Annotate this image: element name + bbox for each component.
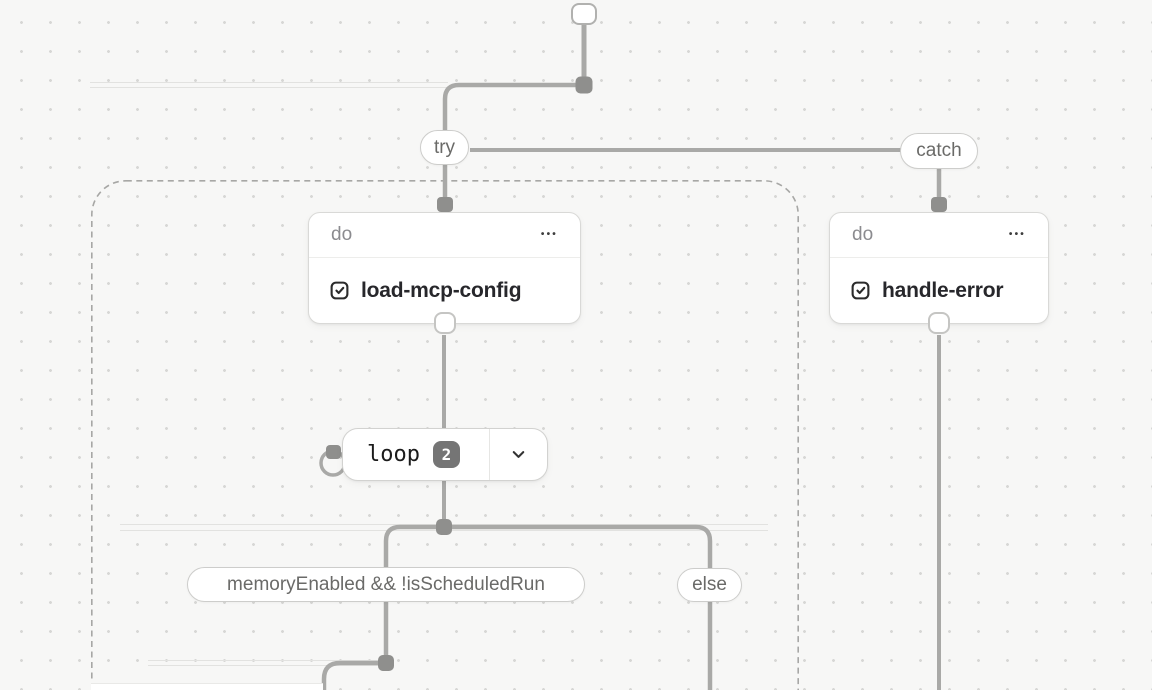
step-card-load-mcp-config[interactable]: do ••• load-mcp-config [308,212,581,334]
loop-junction-nub [326,445,341,459]
edge-branch-left-continue [321,660,380,690]
start-node[interactable] [571,3,597,25]
input-nub-load-card [437,197,453,212]
next-node-peek [91,683,323,690]
loop-collapse-toggle[interactable] [489,429,547,480]
lane-guide-line [90,82,448,83]
step-title: load-mcp-config [361,278,522,302]
input-nub-handle-card [931,197,947,212]
edge-branch-else [450,524,713,690]
loop-label: loop [367,442,420,467]
more-options-icon: ••• [540,229,558,240]
branch-condition-pill: memoryEnabled && !isScheduledRun [187,567,585,602]
card-kind-label: do [852,224,874,245]
loop-node[interactable]: loop 2 [342,428,548,481]
step-title: handle-error [882,278,1004,302]
loop-count-badge: 2 [432,441,460,468]
more-options-button[interactable]: ••• [539,230,560,240]
loop-main: loop 2 [343,429,489,480]
square-check-icon [330,281,349,300]
try-label: try [433,136,456,158]
card-body: load-mcp-config [309,258,580,323]
junction-nub-branch-left [378,655,394,671]
edge-to-try [442,82,582,133]
junction-nub-top [575,76,593,94]
branch-else-pill: else [677,568,742,602]
card-header: do ••• [830,213,1048,258]
lane-guide-line [90,87,448,88]
card-header: do ••• [309,213,580,258]
lane-guide-line [148,660,386,661]
chevron-down-icon [512,451,525,458]
more-options-button[interactable]: ••• [1007,230,1028,240]
card-kind-label: do [331,224,353,245]
branch-condition-label: memoryEnabled && !isScheduledRun [227,573,545,595]
square-check-icon [851,281,870,300]
card-body: handle-error [830,258,1048,323]
junction-nub-branch [436,519,452,535]
catch-label-pill: catch [900,133,978,169]
more-options-icon: ••• [1008,229,1026,240]
step-card-handle-error[interactable]: do ••• handle-error [829,212,1049,334]
lane-guide-line [148,665,386,666]
edge-branch-left [383,524,438,656]
output-port[interactable] [928,312,950,334]
branch-else-label: else [692,574,727,595]
try-label-pill: try [420,130,469,165]
catch-label: catch [916,140,962,161]
output-port[interactable] [433,312,456,334]
